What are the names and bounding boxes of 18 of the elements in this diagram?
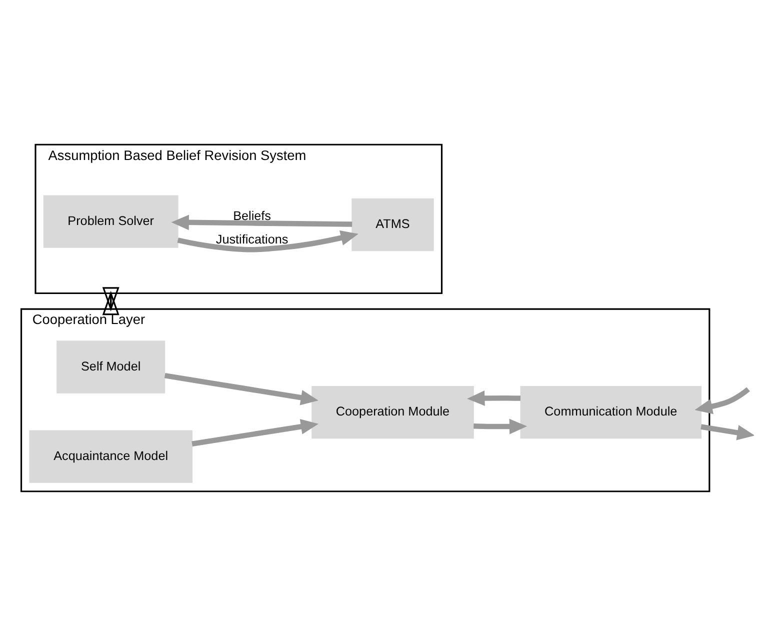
node-box: Communication Module [520, 385, 702, 438]
arrow [700, 424, 754, 440]
node-box: Problem Solver [43, 194, 178, 248]
arrow [171, 214, 352, 230]
arrow [192, 418, 318, 446]
edge-label: Justifications [216, 232, 288, 246]
node-box: Self Model [56, 340, 166, 393]
arrow [177, 230, 358, 252]
node-box: Cooperation Module [312, 385, 474, 438]
arrow [694, 386, 750, 414]
arrow [102, 290, 120, 315]
node-box: Acquaintance Model [29, 430, 193, 482]
arrow [164, 372, 318, 405]
arrow [474, 418, 528, 434]
arrow [102, 286, 120, 311]
arrow [467, 390, 521, 406]
node-box: ATMS [352, 198, 434, 251]
edge-label: Beliefs [233, 208, 272, 223]
